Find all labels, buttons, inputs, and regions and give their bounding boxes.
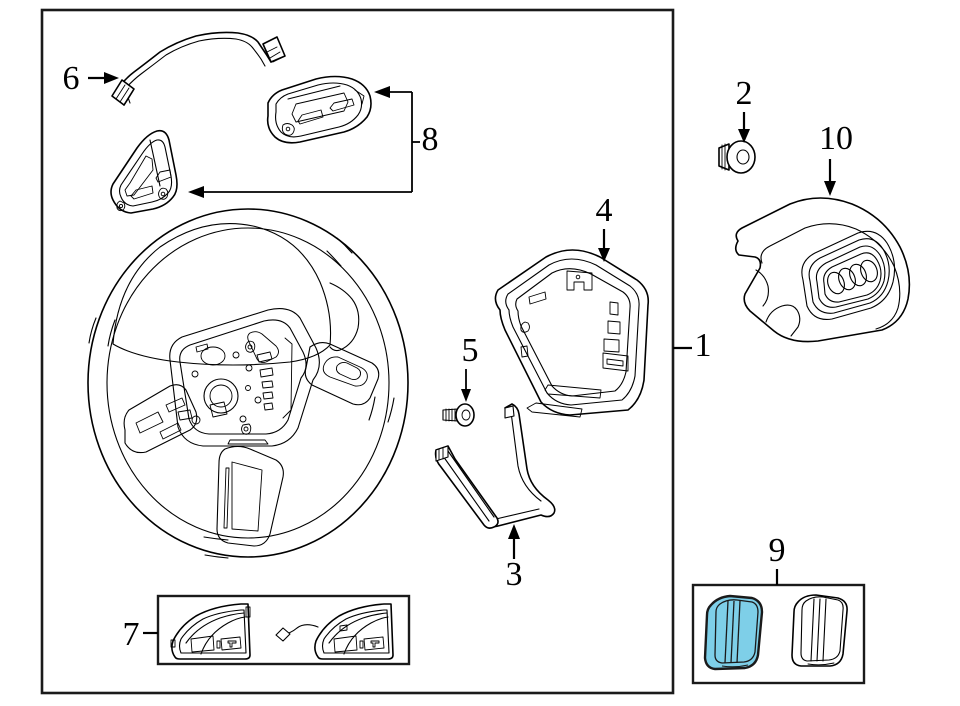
callout-number-10: 10	[819, 120, 853, 157]
steering-wheel	[87, 208, 409, 559]
callout-number-7: 7	[123, 616, 140, 653]
callout-number-6: 6	[63, 60, 80, 97]
shift-paddle-plain	[791, 594, 848, 667]
paddle-group-frame	[691, 583, 866, 685]
switch-group-frame	[156, 594, 411, 666]
multifunction-switch-left	[170, 603, 251, 660]
screw-head	[455, 403, 475, 427]
paddle-housing-left	[110, 129, 178, 214]
callout-number-4: 4	[596, 192, 613, 229]
part-trim-screw	[442, 403, 475, 427]
leader-3	[508, 524, 520, 559]
leader-4	[598, 229, 610, 262]
leader-10	[824, 159, 836, 196]
part-airbag-module	[734, 197, 911, 343]
callout-number-3: 3	[506, 556, 523, 593]
part-trim-cover-frame	[494, 249, 650, 418]
multifunction-switch-right	[275, 603, 394, 660]
leader-2	[738, 112, 750, 143]
main-assembly-frame	[40, 8, 675, 695]
leader-8	[188, 86, 420, 198]
part-retaining-spring-clip	[434, 403, 556, 529]
callout-number-9: 9	[769, 532, 786, 569]
callout-number-1: 1	[695, 327, 712, 364]
callout-number-2: 2	[736, 75, 753, 112]
leader-5	[461, 369, 471, 402]
part-mounting-bolt	[718, 140, 756, 174]
paddle-housing-right	[266, 75, 372, 144]
bolt-head	[726, 140, 756, 174]
callout-number-8: 8	[422, 121, 439, 158]
callout-number-5: 5	[462, 332, 479, 369]
part-wiring-harness	[111, 31, 286, 106]
steering-wheel-rim-outer	[87, 208, 409, 558]
shift-paddle-highlighted	[703, 594, 764, 671]
leader-6	[88, 72, 119, 84]
